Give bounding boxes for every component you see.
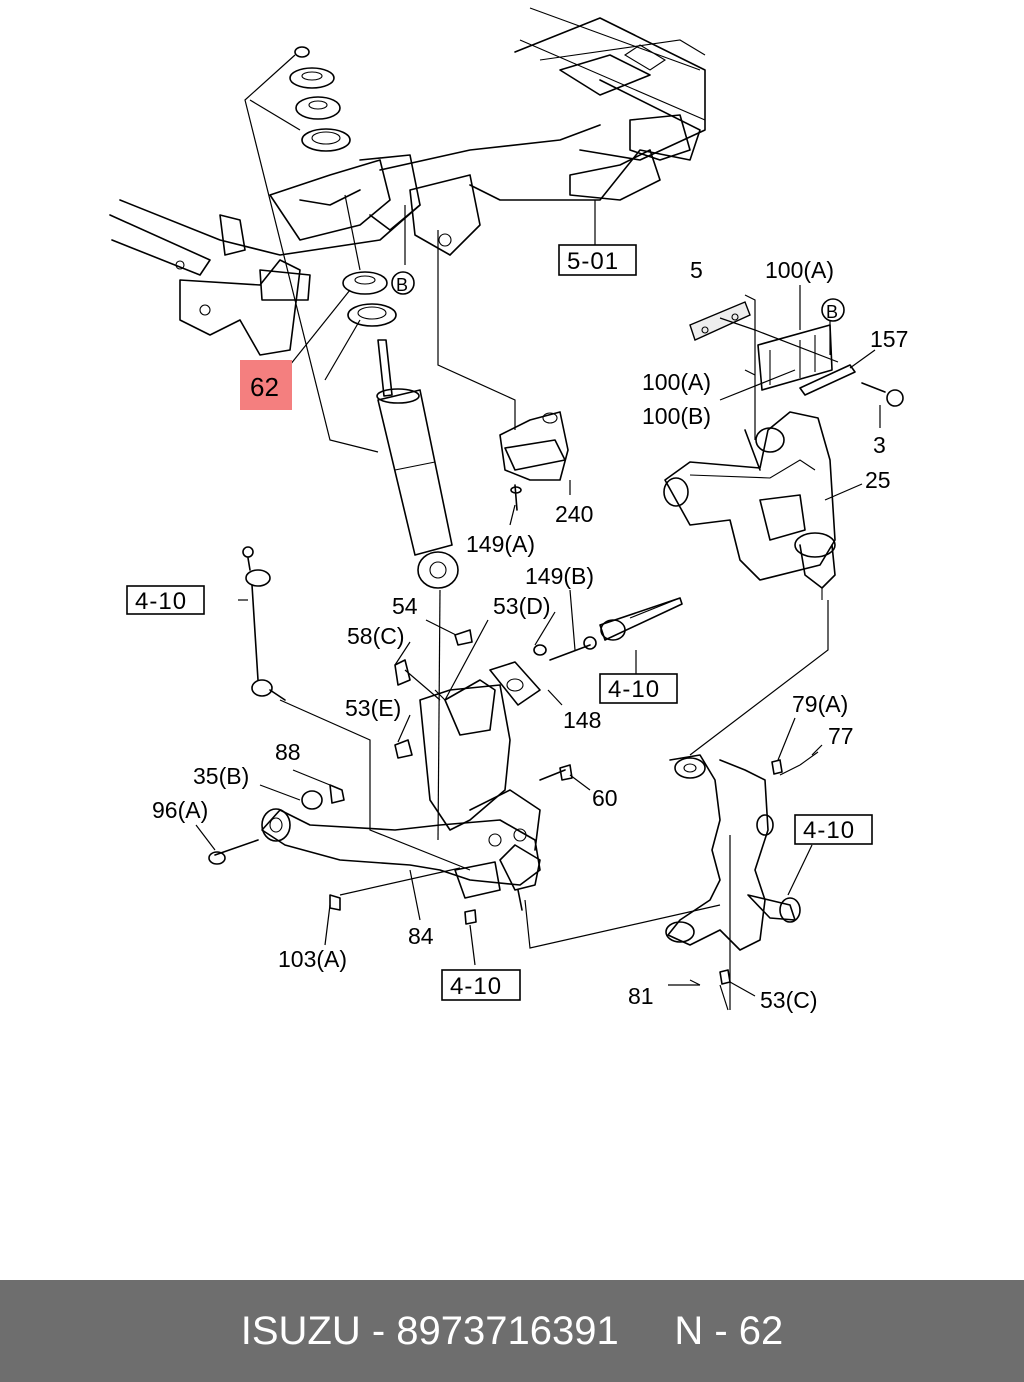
label-100b: 100(B) bbox=[642, 403, 711, 429]
ref-text-5-01: 5-01 bbox=[567, 248, 619, 275]
ref-text-4-10-bottom: 4-10 bbox=[450, 973, 502, 1000]
label-96a: 96(A) bbox=[152, 797, 208, 823]
leader-lines bbox=[195, 54, 881, 1011]
exploded-parts-diagram: 5 100(A) B 157 100(A) 100(B) 3 25 B 62 2… bbox=[109, 7, 908, 1013]
ref-circle-b-right bbox=[821, 298, 845, 322]
reference-boxes: 5-01 4-10 4-10 4-10 4-10 bbox=[126, 244, 873, 1001]
label-77: 77 bbox=[828, 723, 854, 749]
label-100a-top: 100(A) bbox=[765, 257, 834, 283]
ref-text-4-10-mid: 4-10 bbox=[608, 676, 660, 703]
label-35b: 35(B) bbox=[193, 763, 249, 789]
label-5: 5 bbox=[690, 257, 703, 283]
highlight-box bbox=[240, 360, 292, 410]
ref-box-5-01 bbox=[558, 244, 637, 276]
label-58c: 58(C) bbox=[347, 623, 405, 649]
ref-box-4-10-right bbox=[794, 814, 873, 845]
label-81: 81 bbox=[628, 983, 654, 1009]
bump-stopper-bracket bbox=[499, 411, 569, 511]
label-3: 3 bbox=[873, 432, 886, 458]
label-103a: 103(A) bbox=[278, 946, 347, 972]
label-53c: 53(C) bbox=[760, 987, 818, 1013]
label-62: 62 bbox=[250, 372, 279, 402]
label-149b: 149(B) bbox=[525, 563, 594, 589]
label-54: 54 bbox=[392, 593, 418, 619]
ref-box-4-10-mid bbox=[599, 673, 678, 704]
footer-bar: ISUZU - 8973716391 N - 62 bbox=[0, 1280, 1024, 1382]
shim-plates bbox=[689, 301, 904, 471]
label-60: 60 bbox=[592, 785, 618, 811]
label-b-left: B bbox=[396, 275, 408, 295]
label-240: 240 bbox=[555, 501, 593, 527]
label-79a: 79(A) bbox=[792, 691, 848, 717]
label-53d: 53(D) bbox=[493, 593, 551, 619]
callout-labels: 5 100(A) B 157 100(A) 100(B) 3 25 B 62 2… bbox=[152, 257, 908, 1013]
ref-circle-b-left bbox=[391, 271, 415, 295]
label-84: 84 bbox=[408, 923, 434, 949]
label-25: 25 bbox=[865, 467, 891, 493]
frame-rail bbox=[109, 7, 706, 356]
label-157: 157 bbox=[870, 326, 908, 352]
lower-hardware bbox=[208, 597, 683, 925]
steering-knuckle bbox=[665, 751, 819, 986]
ref-box-4-10-left bbox=[126, 585, 205, 615]
ref-text-4-10-left: 4-10 bbox=[135, 588, 187, 615]
ref-box-4-10-bottom bbox=[441, 969, 521, 1001]
label-88: 88 bbox=[275, 739, 301, 765]
label-100a-mid: 100(A) bbox=[642, 369, 711, 395]
shock-absorber bbox=[289, 46, 459, 589]
label-149a: 149(A) bbox=[466, 531, 535, 557]
label-148: 148 bbox=[563, 707, 601, 733]
label-53e: 53(E) bbox=[345, 695, 401, 721]
stabilizer-link bbox=[242, 546, 286, 701]
footer-part-info: ISUZU - 8973716391 N - 62 bbox=[240, 1308, 784, 1353]
upper-control-arm bbox=[663, 411, 836, 600]
ref-text-4-10-right: 4-10 bbox=[803, 817, 855, 844]
lower-control-arm bbox=[261, 679, 541, 911]
label-b-right: B bbox=[826, 302, 838, 322]
